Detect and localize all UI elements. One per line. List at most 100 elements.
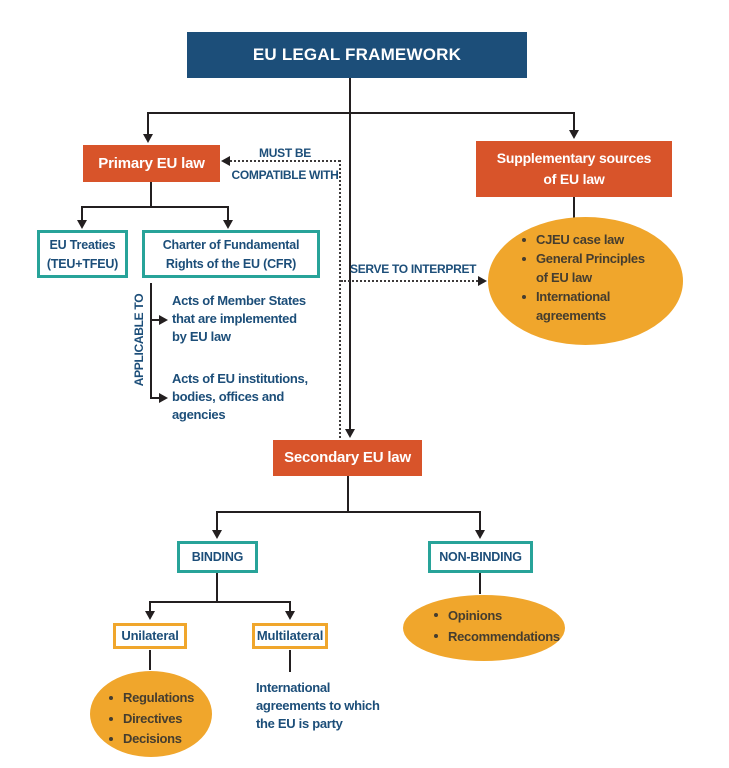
note-line: by EU law: [172, 329, 231, 344]
connector-line: [150, 319, 160, 321]
note-acts-member-states: Acts of Member States that are implement…: [172, 292, 306, 346]
node-label-line: of EU law: [543, 171, 605, 187]
node-label-line: EU Treaties: [49, 238, 116, 252]
arrowhead-right-icon: [478, 276, 487, 286]
connector-line: [149, 650, 151, 670]
connector-line: [216, 511, 218, 531]
list-item-label: Opinions: [448, 608, 502, 623]
list-item: CJEU case law: [522, 230, 658, 249]
connector-line: [347, 476, 349, 512]
note-line: agreements to which: [256, 698, 380, 713]
dotted-connector: [230, 160, 340, 162]
supplementary-sources-list: CJEU case law General Principles of EU l…: [522, 230, 658, 325]
connector-line: [147, 112, 575, 114]
connector-line: [289, 650, 291, 672]
node-label-line: Rights of the EU (CFR): [165, 257, 297, 271]
connector-line: [216, 511, 481, 513]
note-line: the EU is party: [256, 716, 343, 731]
list-item: Recommendations: [434, 626, 560, 647]
connector-line: [150, 397, 160, 399]
label-applicable-to: APPLICABLE TO: [132, 293, 146, 387]
list-item: International agreements: [522, 287, 658, 325]
node-primary-eu-law: Primary EU law: [83, 145, 220, 182]
note-line: Acts of EU institutions,: [172, 371, 308, 386]
bullet-dot-icon: [522, 257, 526, 261]
node-eu-treaties: EU Treaties (TEU+TFEU): [37, 230, 128, 278]
bullet-dot-icon: [434, 613, 438, 617]
connector-line: [150, 283, 152, 399]
list-item-label: Regulations: [123, 690, 195, 705]
note-line: Acts of Member States: [172, 293, 306, 308]
bullet-dot-icon: [109, 737, 113, 741]
list-item: Decisions: [109, 729, 209, 750]
connector-line: [349, 78, 351, 113]
connector-line: [573, 197, 575, 219]
connector-line: [227, 206, 229, 221]
arrowhead-right-icon: [159, 393, 168, 403]
label-line: MUST BE: [259, 146, 311, 160]
node-label-line: (TEU+TFEU): [46, 257, 119, 271]
node-label-line: Charter of Fundamental: [162, 238, 300, 252]
label-line: COMPATIBLE WITH: [231, 168, 339, 182]
connector-line: [289, 601, 291, 612]
note-acts-institutions: Acts of EU institutions, bodies, offices…: [172, 370, 308, 424]
arrowhead-down-icon: [223, 220, 233, 229]
list-item: Directives: [109, 709, 209, 730]
bullet-dot-icon: [109, 716, 113, 721]
unilateral-acts-list: Regulations Directives Decisions: [109, 688, 209, 750]
label-serve-to-interpret: SERVE TO INTERPRET: [350, 262, 477, 276]
arrowhead-down-icon: [145, 611, 155, 620]
list-item-label: Decisions: [123, 731, 182, 746]
node-label-line: Supplementary sources: [496, 150, 652, 166]
arrowhead-down-icon: [569, 130, 579, 139]
ellipse-unilateral-acts: [90, 671, 212, 757]
connector-line: [573, 112, 575, 131]
non-binding-acts-list: Opinions Recommendations: [434, 605, 560, 647]
connector-line: [81, 206, 229, 208]
note-line: that are implemented: [172, 311, 297, 326]
node-charter-cfr: Charter of Fundamental Rights of the EU …: [142, 230, 320, 278]
node-multilateral: Multilateral: [252, 623, 328, 649]
ellipse-non-binding-acts: [403, 595, 565, 661]
node-binding: BINDING: [177, 541, 258, 573]
list-item: General Principles of EU law: [522, 249, 658, 287]
connector-line: [349, 112, 351, 430]
bullet-dot-icon: [109, 696, 113, 700]
note-line: bodies, offices and: [172, 389, 285, 404]
node-unilateral: Unilateral: [113, 623, 187, 649]
list-item: Regulations: [109, 688, 209, 709]
ellipse-supplementary-sources: [488, 217, 683, 345]
note-international-agreements: International agreements to which the EU…: [256, 679, 380, 733]
node-non-binding: NON-BINDING: [428, 541, 533, 573]
arrowhead-down-icon: [77, 220, 87, 229]
note-line: agencies: [172, 407, 226, 422]
arrowhead-down-icon: [143, 134, 153, 143]
node-secondary-eu-law: Secondary EU law: [273, 440, 422, 476]
connector-line: [149, 601, 291, 603]
bullet-dot-icon: [522, 295, 526, 299]
list-item-label: General Principles of EU law: [536, 251, 645, 285]
list-item-label: CJEU case law: [536, 232, 624, 247]
arrowhead-left-icon: [221, 156, 230, 166]
arrowhead-down-icon: [345, 429, 355, 438]
connector-line: [479, 573, 481, 594]
bullet-dot-icon: [434, 634, 438, 638]
connector-line: [149, 601, 151, 612]
node-supplementary-sources: Supplementary sources of EU law: [476, 141, 672, 197]
arrowhead-down-icon: [285, 611, 295, 620]
list-item-label: Recommendations: [448, 629, 560, 644]
bullet-dot-icon: [522, 238, 526, 242]
dotted-connector: [341, 280, 478, 282]
connector-line: [147, 112, 149, 135]
arrowhead-down-icon: [475, 530, 485, 539]
connector-line: [479, 511, 481, 531]
connector-line: [150, 182, 152, 208]
connector-line: [216, 573, 218, 603]
note-line: International: [256, 680, 331, 695]
list-item-label: International agreements: [536, 289, 611, 323]
dotted-connector: [339, 160, 341, 442]
list-item: Opinions: [434, 605, 559, 626]
connector-line: [81, 206, 83, 221]
arrowhead-down-icon: [212, 530, 222, 539]
